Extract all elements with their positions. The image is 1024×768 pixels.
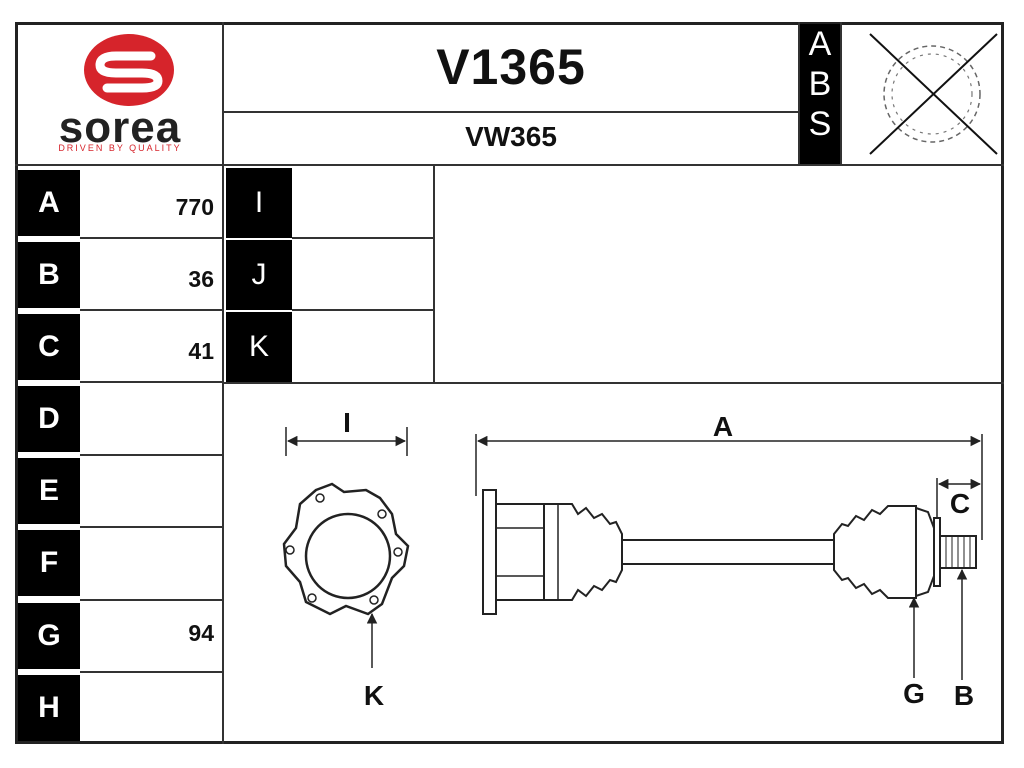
spec-label-c: C <box>18 314 80 380</box>
divider <box>222 111 798 113</box>
abs-letter: S <box>808 105 832 143</box>
abs-letter: B <box>808 65 832 103</box>
part-number: V1365 <box>436 39 586 95</box>
row-divider <box>292 237 434 239</box>
spec-label-a: A <box>18 170 80 236</box>
dim-label-a: A <box>713 411 733 442</box>
spec-value-b: 36 <box>188 266 214 292</box>
reference-code: VW365 <box>465 121 557 152</box>
driveshaft-diagram: I A C K G B <box>282 407 983 711</box>
divider <box>15 164 1004 166</box>
row-divider <box>80 381 222 383</box>
abs-letter: A <box>808 25 832 63</box>
spec-label-g: G <box>18 603 80 669</box>
divider <box>433 166 435 384</box>
spec-label-d: D <box>18 386 80 452</box>
spec-value-a: 770 <box>175 194 214 220</box>
dim-label-c: C <box>950 488 970 519</box>
spec-label-h: H <box>18 675 80 741</box>
part-label-k: K <box>364 680 384 711</box>
logo-tagline: DRIVEN BY QUALITY <box>58 143 182 153</box>
row-divider <box>80 526 222 528</box>
spec-label-j: J <box>226 240 292 310</box>
row-divider <box>80 671 222 673</box>
part-label-b: B <box>954 680 974 711</box>
row-divider <box>80 237 222 239</box>
spec-label-e: E <box>18 458 80 524</box>
spec-label-f: F <box>18 530 80 596</box>
spec-label-b: B <box>18 242 80 308</box>
left-spec-table: A 770 B 36 C 41 D E F G 94 H <box>18 166 222 742</box>
abs-label: A B S <box>800 24 840 164</box>
sorea-logo: sorea DRIVEN BY QUALITY <box>18 25 222 164</box>
part-label-g: G <box>903 678 925 709</box>
row-divider <box>80 599 222 601</box>
driveshaft-drawing: I A C K G B <box>224 384 1002 742</box>
spec-value-g: 94 <box>188 620 214 646</box>
logo-wordmark: sorea <box>58 103 182 152</box>
row-divider <box>80 309 222 311</box>
divider <box>222 22 224 744</box>
no-abs-ring-icon <box>842 24 1002 164</box>
divider <box>840 22 842 166</box>
sorea-logo-mark <box>84 34 174 106</box>
spec-label-i: I <box>226 168 292 238</box>
row-divider <box>292 309 434 311</box>
dim-label-i: I <box>343 407 351 438</box>
divider <box>224 382 1004 384</box>
spec-value-c: 41 <box>188 338 214 364</box>
row-divider <box>80 454 222 456</box>
spec-label-k: K <box>226 312 292 382</box>
mid-spec-table: I J K <box>224 166 434 382</box>
divider <box>798 22 800 166</box>
